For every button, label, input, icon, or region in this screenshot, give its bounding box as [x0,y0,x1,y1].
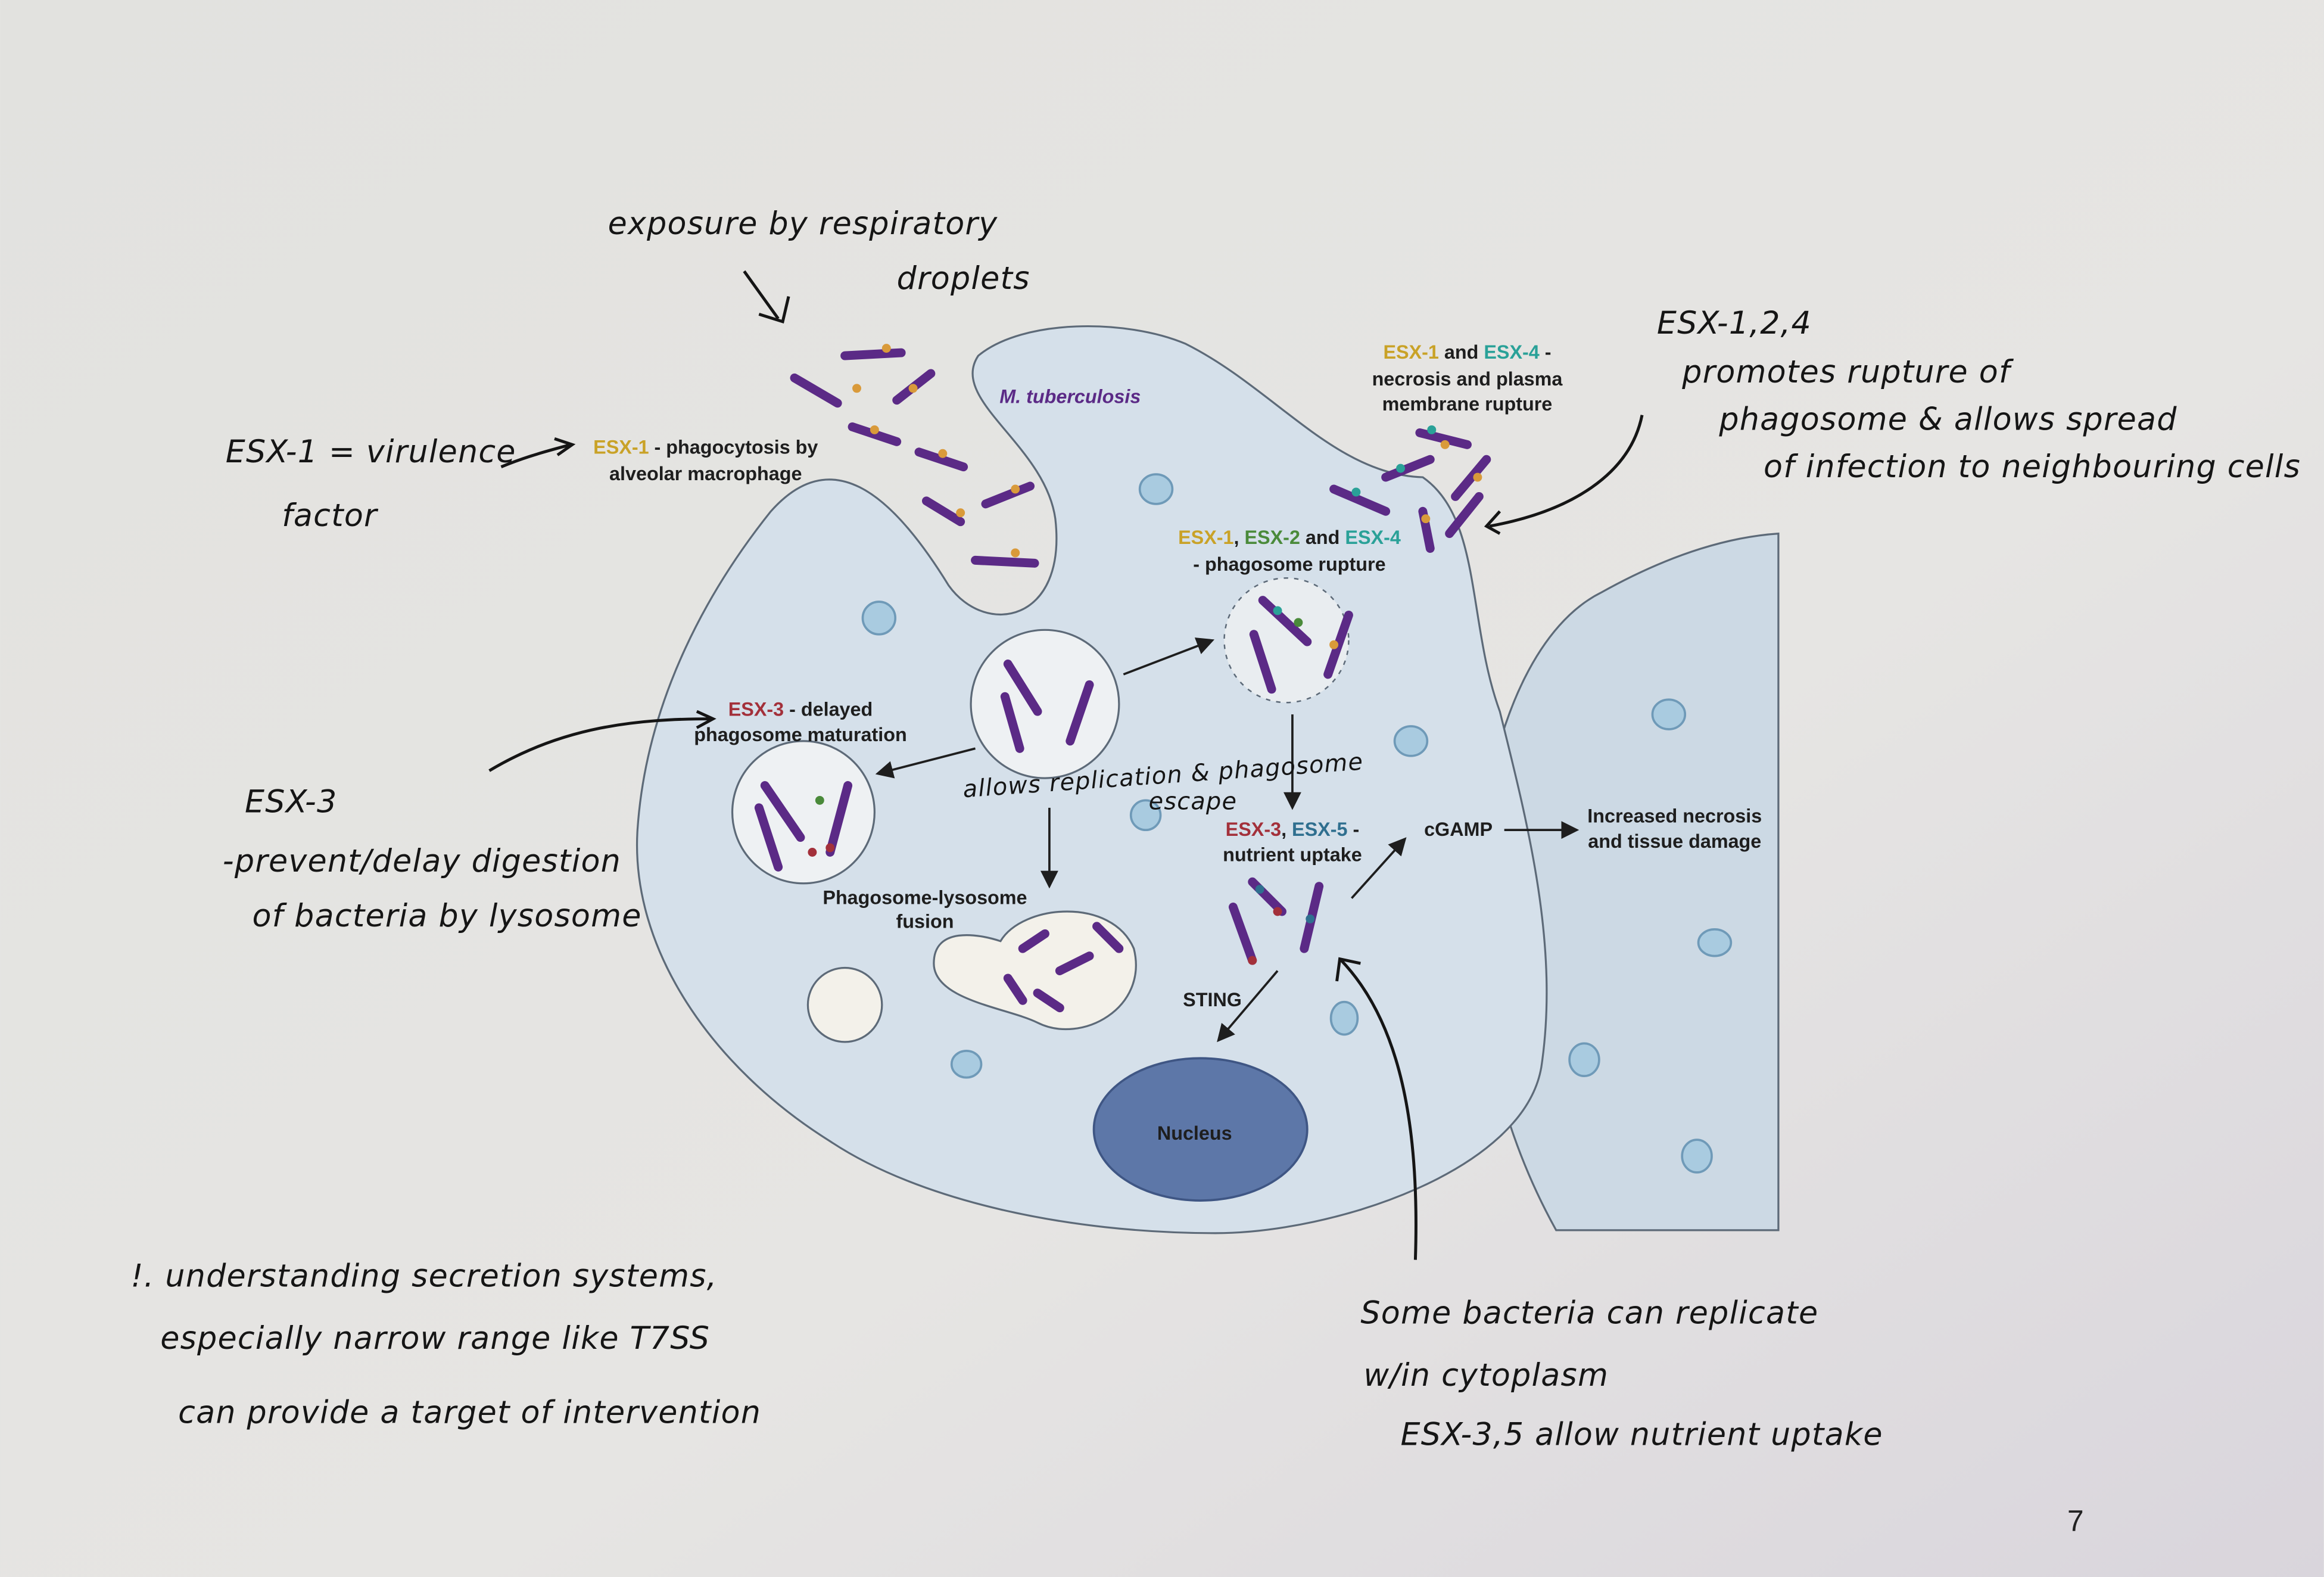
handwritten-notes: exposure by respiratory droplets ESX-1 =… [131,206,2301,1453]
note-esx3-line3: of bacteria by lysosome [253,898,642,934]
secretion-dots [808,344,1482,965]
phagocytosis-label-line2: alveolar macrophage [609,463,802,484]
note-esx3-line2: -prevent/delay digestion [223,844,621,879]
nucleus-label: Nucleus [1157,1122,1232,1144]
note-esx124-line4: of infection to neighbouring cells [1764,449,2301,485]
note-esx3: ESX-3 [245,784,337,820]
delayed-phagosome [731,740,876,885]
vacuoles [861,473,1733,1174]
damage-label: Increased necrosis [1587,805,1762,827]
sting-label: STING [1183,989,1242,1010]
note-secretion-line2: especially narrow range like T7SS [160,1321,710,1357]
organism-label: M. tuberculosis [999,386,1141,408]
delayed-maturation-label: ESX-3 - delayed [728,699,873,720]
phagosome [970,629,1120,779]
note-exposure: exposure by respiratory [608,206,998,242]
fusion-label: Phagosome-lysosome [823,887,1027,909]
ruptured-phagosome [1223,577,1350,704]
diagram-arrows [875,637,1580,1043]
note-virulence: ESX-1 = virulence [226,434,516,470]
necrosis-label-line2: necrosis and plasma [1372,368,1563,390]
necrosis-label: ESX-1 and ESX-4 - [1383,341,1551,363]
note-secretion: !. understanding secretion systems, [131,1258,718,1294]
nutrient-label: ESX-3, ESX-5 - [1226,819,1360,840]
note-secretion-line3: can provide a target of intervention [178,1395,761,1430]
rupture-label-line2: - phagosome rupture [1193,553,1385,575]
note-replication-line2: escape [1149,788,1238,815]
note-esx124-line2: promotes rupture of [1681,354,2014,390]
delayed-maturation-label-line2: phagosome maturation [694,724,906,745]
note-cytoplasm-line3: ESX-3,5 allow nutrient uptake [1401,1417,1883,1453]
note-cytoplasm-line2: w/in cytoplasm [1363,1358,1609,1394]
phagocytosis-label: ESX-1 - phagocytosis by [593,436,818,458]
lysosome [806,966,883,1043]
page-number: 7 [2067,1504,2084,1538]
necrosis-label-line3: membrane rupture [1382,393,1553,415]
fusion-label-line2: fusion [896,910,954,932]
phagolysosome [933,910,1137,1031]
bacteria [754,348,1491,1013]
damage-label-line2: and tissue damage [1588,831,1761,852]
nutrient-label-line2: nutrient uptake [1223,844,1362,865]
note-exposure-line2: droplets [897,261,1030,297]
note-esx124: ESX-1,2,4 [1657,306,1812,341]
rupture-label: ESX-1, ESX-2 and ESX-4 [1178,527,1401,548]
note-virulence-line2: factor [282,498,379,534]
nucleus [1092,1057,1309,1202]
note-cytoplasm: Some bacteria can replicate [1360,1296,1818,1332]
note-esx124-line3: phagosome & allows spread [1718,402,2177,437]
cgamp-label: cGAMP [1424,819,1493,840]
